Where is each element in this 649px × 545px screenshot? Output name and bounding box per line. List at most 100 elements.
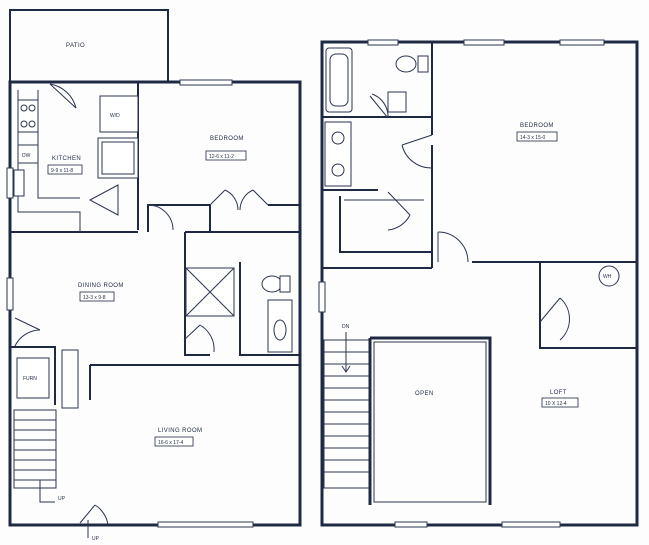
door-swing <box>49 83 77 109</box>
stair-arrow <box>39 480 55 503</box>
furnace-label: FURN <box>23 376 37 382</box>
door <box>49 83 77 109</box>
entry-door-swing <box>94 504 109 526</box>
loft-dimension-box <box>541 397 579 408</box>
bedroom-dimension-box <box>205 150 247 161</box>
bedroom2-label: BEDROOM <box>520 123 554 129</box>
living-dimension-box <box>154 436 194 447</box>
entry-door <box>79 504 96 524</box>
washer-dryer-label: W/D <box>110 113 120 119</box>
dining-dimension-box <box>79 291 115 302</box>
closet-door <box>401 134 433 146</box>
toilet <box>395 55 417 73</box>
kitchen-dimension: 9-9 x 11-8 <box>51 168 73 174</box>
wall <box>184 262 210 356</box>
bath-door <box>369 95 389 119</box>
entry-up-label: UP <box>92 536 100 542</box>
living-dimension: 16-6 x 17-4 <box>158 440 184 446</box>
burner <box>20 120 28 128</box>
refrigerator <box>97 137 139 179</box>
bedroom-label: BEDROOM <box>210 136 244 142</box>
stair-up-label: UP <box>58 496 66 502</box>
window <box>559 39 605 46</box>
furnace <box>16 357 50 399</box>
living-label: LIVING ROOM <box>158 428 202 434</box>
stairs-first-floor <box>13 409 57 489</box>
closet-door-swing <box>224 189 239 211</box>
stairs-second-floor <box>323 339 371 489</box>
railing <box>368 336 492 505</box>
window <box>318 281 326 313</box>
stove <box>17 99 39 133</box>
closet-door <box>252 189 269 206</box>
lavatory <box>273 319 287 341</box>
closet-door-swing <box>401 144 433 169</box>
wall <box>10 346 56 405</box>
closet-wall <box>339 145 433 253</box>
shower-drain-lines <box>185 267 235 317</box>
bath-door-swing <box>199 324 215 353</box>
dishwasher <box>17 144 39 164</box>
bathtub <box>325 47 353 113</box>
toilet-tank <box>417 55 429 73</box>
kitchen-dimension-box <box>47 164 83 175</box>
stair-arrowhead <box>341 365 351 373</box>
closet-door-swing <box>559 297 570 341</box>
first-floor-exterior-wall <box>8 80 302 527</box>
sink <box>13 169 25 197</box>
vanity <box>387 91 407 113</box>
bedroom2-dimension-box <box>516 131 558 142</box>
refrigerator-inner <box>101 141 135 175</box>
wall <box>239 262 300 356</box>
washer-dryer-closet <box>99 95 139 133</box>
double-vanity <box>324 121 352 187</box>
water-heater-label: WH <box>603 274 612 280</box>
window <box>394 521 428 528</box>
window <box>501 521 561 528</box>
kitchen-label: KITCHEN <box>52 156 81 162</box>
closet-door <box>209 189 226 206</box>
window <box>179 79 233 86</box>
open-to-below <box>373 341 487 503</box>
closet-door-swing <box>14 329 41 347</box>
dining-label: DINING ROOM <box>78 283 124 289</box>
closet-door <box>14 317 41 331</box>
door-swing <box>147 204 174 231</box>
patio-label: PATIO <box>66 43 85 49</box>
patio-outline <box>9 9 169 82</box>
second-floor: BEDROOM 14-3 x 15-0 WH DN OPEN LOFT 10 X… <box>318 39 639 528</box>
vanity <box>267 299 293 353</box>
burner <box>28 104 36 112</box>
closet-door <box>387 191 411 216</box>
pantry-door <box>88 184 119 216</box>
bath-door-swing <box>371 93 389 119</box>
open-label: OPEN <box>415 391 434 397</box>
burner <box>20 104 28 112</box>
bathtub-inner <box>329 53 349 107</box>
toilet-tank <box>279 275 291 293</box>
closet-shelf <box>61 349 79 409</box>
water-heater <box>598 265 620 287</box>
loft-label: LOFT <box>550 390 567 396</box>
burner <box>28 120 36 128</box>
bedroom-dimension: 12-6 x 11-2 <box>209 154 234 160</box>
window <box>6 277 14 311</box>
toilet <box>261 275 283 293</box>
bedroom-door-swing <box>437 231 469 263</box>
closet-door-swing <box>387 214 411 231</box>
lavatory <box>331 131 345 145</box>
bedroom2-dimension: 14-3 x 15-0 <box>520 135 546 141</box>
window <box>157 521 254 528</box>
dining-dimension: 13-3 x 9-8 <box>83 295 106 301</box>
bath-door <box>183 324 201 341</box>
dishwasher-label: DW <box>22 153 31 159</box>
closet-door-swing <box>239 189 254 211</box>
window <box>463 39 505 46</box>
closet-door <box>539 297 561 323</box>
first-floor: DW W/D KITCHEN 9-9 x 11-8 BEDROOM 12-6 x… <box>6 9 302 542</box>
stair-down-label: DN <box>342 324 350 330</box>
lavatory <box>331 163 345 177</box>
closet-wall <box>539 262 637 349</box>
